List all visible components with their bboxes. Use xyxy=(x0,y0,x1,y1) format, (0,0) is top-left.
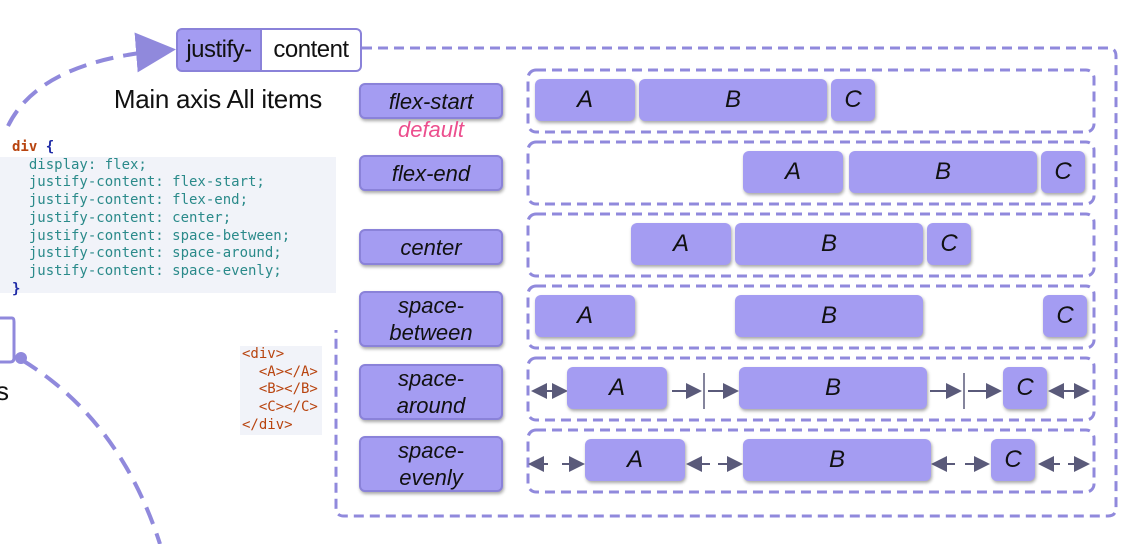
css-code-block: div { display: flex; justify-content: fl… xyxy=(12,139,290,298)
flex-item-c: C xyxy=(991,439,1035,481)
flex-item-a: A xyxy=(585,439,685,481)
flex-item-c: C xyxy=(831,79,875,121)
subtitle: Main axis All items xyxy=(113,84,322,114)
row-label: flex-end xyxy=(359,155,503,191)
flex-item-c: C xyxy=(1041,151,1085,193)
row-label-line2: around xyxy=(396,393,466,418)
flex-item-b: B xyxy=(735,223,923,265)
css-open-brace: { xyxy=(45,139,55,155)
row-label: space-between xyxy=(359,291,503,347)
html-code-block: <div> <A></A> <B></B> <C></C> </div> xyxy=(240,346,322,435)
css-line-2: justify-content: flex-start; xyxy=(28,174,265,191)
flex-item-c: C xyxy=(927,223,971,265)
row-frame xyxy=(526,68,1096,134)
html-child-c: <C></C> xyxy=(258,399,318,416)
row-label-line1: space- xyxy=(397,438,465,463)
curve-connector-bottom xyxy=(20,358,162,544)
curve-connector-top xyxy=(6,32,176,127)
row-label: space-evenly xyxy=(359,436,503,492)
flex-item-c: C xyxy=(1043,295,1087,337)
outer-frame xyxy=(334,46,1118,518)
code-background xyxy=(0,157,336,293)
css-selector: div xyxy=(12,139,38,155)
left-bracket xyxy=(0,316,16,364)
connector-dot xyxy=(15,352,27,364)
row-frame xyxy=(526,356,1096,422)
css-line-3: justify-content: flex-end; xyxy=(28,192,249,209)
flex-item-a: A xyxy=(535,295,635,337)
html-child-a: <A></A> xyxy=(258,363,318,380)
flex-item-a: A xyxy=(567,367,667,409)
flex-item-b: B xyxy=(735,295,923,337)
flex-item-a: A xyxy=(631,223,731,265)
title-content: content xyxy=(262,28,362,72)
row-label: space-around xyxy=(359,364,503,420)
html-close-tag: </div> xyxy=(242,416,293,433)
row-label: flex-start xyxy=(359,83,503,119)
row-label-line2: between xyxy=(389,320,473,345)
css-close-brace: } xyxy=(12,280,21,297)
row-frame xyxy=(526,140,1096,206)
default-label: default xyxy=(397,117,465,142)
flex-item-a: A xyxy=(535,79,635,121)
row-label-line1: center xyxy=(400,234,462,260)
partial-text: s xyxy=(0,376,9,406)
row-label-line1: space- xyxy=(397,293,465,318)
flex-item-b: B xyxy=(739,367,927,409)
row-label-line1: flex-end xyxy=(391,160,471,186)
row-label-line1: space- xyxy=(397,366,465,391)
row-frame xyxy=(526,212,1096,278)
html-open-tag: <div> xyxy=(242,346,285,362)
flex-item-b: B xyxy=(849,151,1037,193)
css-line-5: justify-content: space-between; xyxy=(28,227,291,244)
flex-item-a: A xyxy=(743,151,843,193)
flex-item-b: B xyxy=(639,79,827,121)
row-label: center xyxy=(359,229,503,265)
row-label-line2: evenly xyxy=(399,465,463,490)
flex-item-c: C xyxy=(1003,367,1047,409)
css-line-1: display: flex; xyxy=(28,156,147,173)
title-justify: justify- xyxy=(176,28,262,72)
row-label-line1: flex-start xyxy=(388,88,474,114)
css-line-4: justify-content: center; xyxy=(28,209,232,226)
css-line-7: justify-content: space-evenly; xyxy=(28,262,282,279)
html-child-b: <B></B> xyxy=(258,381,318,398)
row-frame xyxy=(526,284,1096,350)
css-line-6: justify-content: space-around; xyxy=(28,245,282,262)
flex-item-b: B xyxy=(743,439,931,481)
